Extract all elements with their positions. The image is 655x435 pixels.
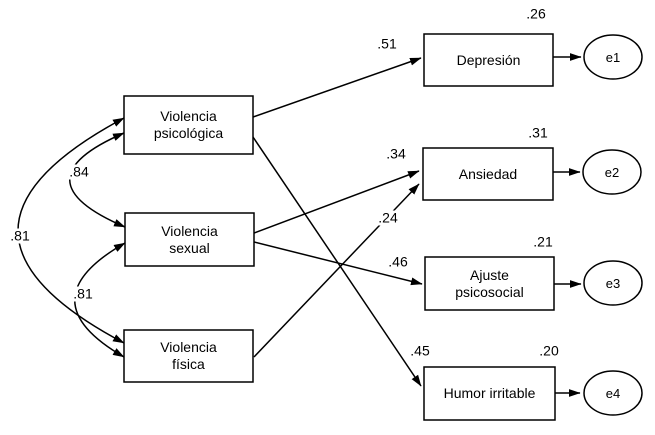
coefficient-sexual-ajuste: .46 (388, 253, 408, 270)
covariance-arc-psicologica-fisica (17, 117, 125, 344)
label-depresion: Depresión (456, 51, 521, 68)
box-ansiedad (422, 147, 554, 201)
path-arrow-psicologica-depresion (252, 57, 422, 118)
variance-ansiedad: .31 (528, 124, 548, 141)
label-e1: e1 (605, 49, 621, 65)
path-arrow-sexual-ansiedad (253, 170, 420, 234)
covariance-psicologica-fisica: .81 (8, 227, 32, 244)
box-humor-irritable (423, 366, 556, 421)
label-violencia-sexual: Violencia sexual (161, 222, 218, 256)
covariance-sexual-fisica: .81 (71, 285, 95, 302)
covariance-psicologica-sexual: .84 (67, 163, 91, 180)
box-violencia-sexual (124, 212, 255, 267)
coefficient-sexual-ansiedad: .34 (386, 145, 406, 162)
label-ajuste-psicosocial: Ajuste psicosocial (455, 266, 524, 300)
coefficient-psicologica-depresion: .51 (377, 35, 397, 52)
label-e2: e2 (604, 164, 620, 180)
box-violencia-fisica (123, 329, 254, 383)
variance-depresion: .26 (526, 5, 546, 22)
label-e3: e3 (605, 275, 621, 291)
label-ansiedad: Ansiedad (458, 165, 518, 182)
label-humor-irritable: Humor irritable (443, 385, 536, 401)
variance-ajuste: .21 (533, 233, 553, 250)
variance-humor: .20 (539, 342, 559, 359)
label-violencia-fisica: Violencia física (160, 339, 217, 372)
coefficient-psicologica-humor: .45 (410, 342, 430, 359)
ellipse-e1 (583, 34, 643, 80)
coefficient-fisica-ansiedad: .24 (376, 209, 400, 226)
label-violencia-psicologica: Violencia psicológica (153, 108, 224, 141)
path-arrow-psicologica-humor (252, 136, 422, 387)
ellipse-e3 (583, 260, 643, 306)
covariance-arc-psicologica-sexual (69, 132, 126, 228)
box-depresion (423, 33, 554, 87)
ellipse-e4 (583, 370, 643, 416)
ellipse-e2 (582, 149, 642, 195)
box-violencia-psicologica (123, 95, 254, 155)
label-e4: e4 (605, 385, 621, 401)
